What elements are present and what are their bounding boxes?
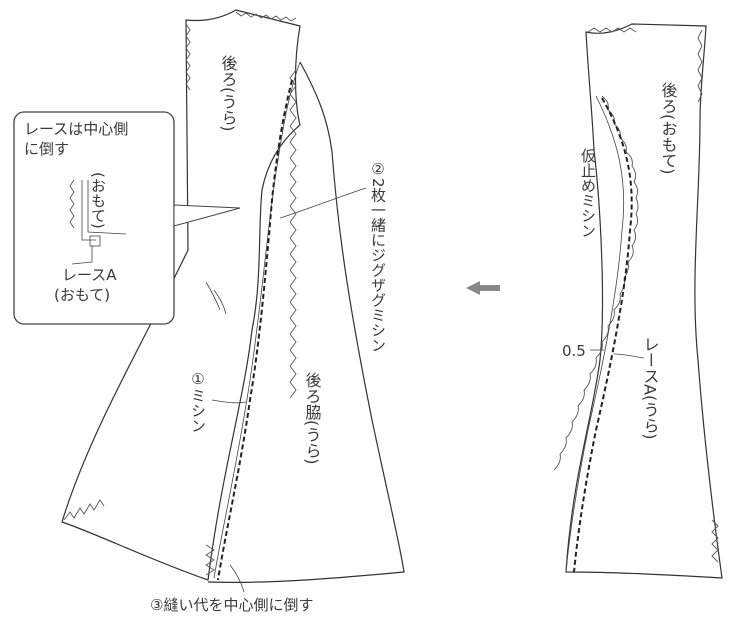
inset-fold-marker <box>89 235 101 247</box>
inset-note-line1: レースは中心側 <box>24 120 128 138</box>
right-back-label: 後ろ(おもて) <box>659 82 678 174</box>
lace-leader <box>613 353 645 359</box>
step1-leader <box>211 399 247 404</box>
inset-lace-leader <box>71 246 93 265</box>
direction-arrow <box>466 281 500 295</box>
basting-label: 仮止めミシン <box>579 148 597 238</box>
edge-zigzag-left <box>185 23 191 91</box>
inset-lace-label-line2: (おもて) <box>54 286 110 304</box>
right-back-piece-outline <box>565 23 723 579</box>
right-figure: 後ろ(おもて) 仮止めミシン 0.5 レースA(うら) <box>553 23 723 579</box>
back-side-label: 後ろ脇(うら) <box>303 372 322 464</box>
inset-pointer <box>173 204 241 227</box>
step2-label: ②2枚一緒にジグザグミシン <box>369 160 387 353</box>
left-figure: 後ろ(うら) 後ろ脇(うら) ①ミシン ②2枚一緒にジグザグミシン ③縫い代を中… <box>61 9 405 614</box>
edge-zigzag-top <box>235 11 297 22</box>
step1-label: ①ミシン <box>189 370 207 433</box>
stitch-line <box>217 79 293 581</box>
zigzag-stitch <box>289 69 297 399</box>
basting-stitch <box>573 97 633 573</box>
edge-zigzag-bottom-left <box>63 499 105 521</box>
inset-lace-label-line1: レースA <box>62 266 117 284</box>
inset-note-line2: に倒す <box>24 140 69 158</box>
right-edge-zigzag-side <box>697 29 703 103</box>
dart-mark <box>205 281 221 311</box>
left-arrow-icon <box>466 281 500 295</box>
step3-label: ③縫い代を中心側に倒す <box>150 596 313 614</box>
dart-mark <box>213 289 227 315</box>
measure-label: 0.5 <box>562 342 586 360</box>
inset-lace-detail <box>69 179 75 229</box>
fabric-edge-line <box>565 95 625 573</box>
step2-leader <box>279 187 367 219</box>
step3-leader <box>229 564 245 593</box>
right-edge-zigzag-hem <box>711 519 719 563</box>
right-edge-zigzag-top <box>587 27 637 33</box>
back-side-piece-outline <box>207 61 405 583</box>
back-side-seam-edge <box>213 61 301 579</box>
inset-fabric-lines <box>81 180 127 241</box>
detail-inset: レースは中心側 に倒す (おもて) レースA (おもて) <box>13 111 241 325</box>
lace-a-label: レースA(うら) <box>641 336 660 439</box>
back-label: 後ろ(うら) <box>219 55 238 131</box>
inset-face-label: (おもて) <box>89 172 107 229</box>
hem-zigzag <box>205 544 215 576</box>
